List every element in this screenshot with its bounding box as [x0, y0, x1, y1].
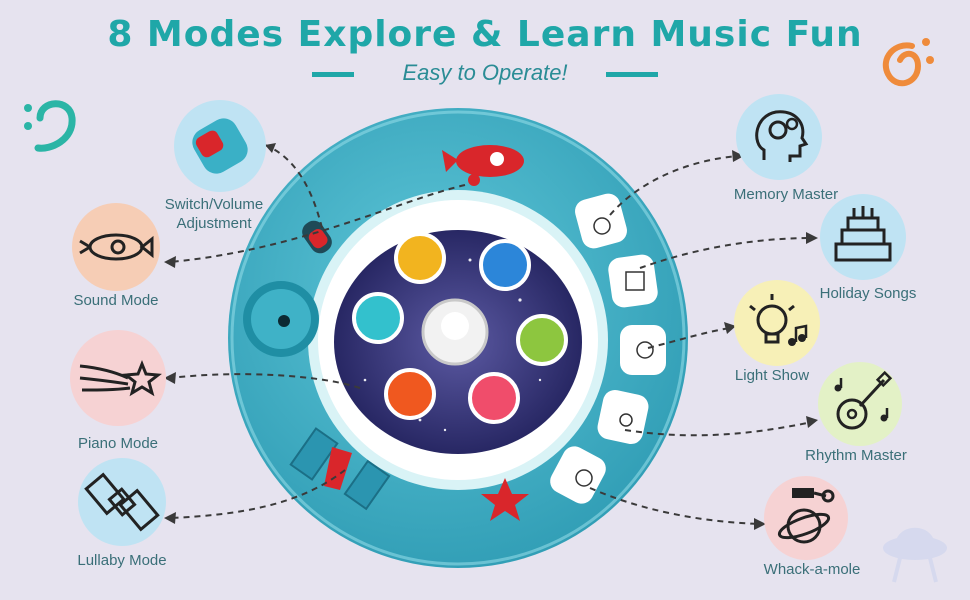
arrowheads	[164, 143, 818, 530]
switch-volume-badge	[174, 100, 266, 192]
side-hole	[243, 281, 319, 357]
piano-mode-label: Piano Mode	[77, 435, 159, 452]
connector-arrows	[169, 144, 813, 525]
brain-head-icon	[755, 110, 809, 162]
rhythm-master-label: Rhythm Master	[805, 447, 907, 464]
subtitle-left-bar	[312, 72, 354, 77]
rocket-icon	[79, 233, 154, 261]
mode-buttons	[550, 193, 666, 504]
shooting-star-icon	[79, 359, 162, 397]
satellite-icon	[84, 472, 160, 532]
rhythm-master-badge	[818, 362, 902, 446]
rocket-piece	[442, 145, 524, 186]
guitar-icon	[834, 370, 893, 430]
whack-a-mole-label: Whack-a-mole	[763, 561, 861, 578]
cake-icon	[834, 206, 892, 262]
whack-a-mole-badge	[764, 476, 848, 560]
red-star-piece	[481, 478, 529, 521]
page-subtitle: Easy to Operate!	[402, 60, 568, 85]
piano-mode-badge	[70, 330, 166, 426]
holiday-songs-badge	[820, 194, 906, 280]
page-title: 8 Modes Explore & Learn Music Fun	[107, 14, 863, 55]
mole-buttons	[352, 232, 568, 424]
subtitle-right-bar	[606, 72, 658, 77]
switch-volume-label: Switch/Volume Adjustment	[164, 196, 264, 232]
sound-mode-badge	[72, 203, 160, 291]
memory-master-badge	[736, 94, 822, 180]
sound-mode-label: Sound Mode	[73, 292, 159, 309]
lullaby-mode-label: Lullaby Mode	[77, 552, 167, 569]
switch-icon	[192, 118, 248, 174]
lullaby-mode-badge	[78, 458, 166, 546]
planet-hammer-icon	[777, 488, 835, 544]
holiday-songs-label: Holiday Songs	[819, 285, 917, 302]
bulb-music-icon	[749, 294, 808, 346]
light-show-badge	[734, 280, 820, 366]
light-show-label: Light Show	[734, 367, 810, 384]
memory-master-label: Memory Master	[733, 186, 839, 203]
